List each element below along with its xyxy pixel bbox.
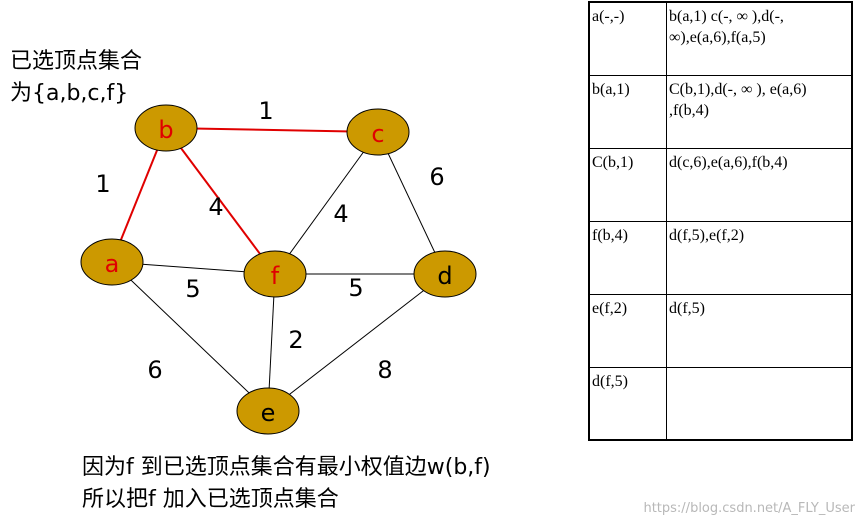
- edge-weight-c-f: 4: [333, 200, 348, 228]
- edge-c-d: [377, 131, 446, 275]
- node-label-d: d: [437, 262, 452, 290]
- edge-b-f: [165, 127, 276, 275]
- node-circle-b: [134, 104, 198, 152]
- table-row: f(b,4)d(f,5),e(f,2): [588, 220, 853, 295]
- candidate-edges-cell: d(f,5),e(f,2): [666, 220, 853, 295]
- node-b: b: [134, 104, 198, 152]
- node-circle-f: [243, 250, 307, 298]
- prim-steps-table: a(-,-)b(a,1) c(-, ∞ ),d(-, ∞),e(a,6),f(a…: [588, 1, 853, 441]
- node-circle-d: [413, 250, 477, 298]
- candidate-edges-cell: [666, 366, 853, 441]
- node-label-a: a: [105, 250, 120, 278]
- candidate-edges-cell: C(b,1),d(-, ∞ ), e(a,6) ,f(b,4): [666, 74, 853, 149]
- table-row: C(b,1)d(c,6),e(a,6),f(b,4): [588, 147, 853, 222]
- edge-d-e: [267, 273, 446, 412]
- node-label-b: b: [158, 116, 173, 144]
- node-circle-a: [80, 238, 144, 286]
- selected-vertex-cell: b(a,1): [588, 74, 667, 149]
- edge-weight-b-c: 1: [258, 97, 273, 125]
- explanation-caption: 因为f 到已选顶点集合有最小权值边w(b,f) 所以把f 加入已选顶点集合: [82, 452, 491, 516]
- edge-weight-a-e: 6: [147, 356, 162, 384]
- candidate-edges-cell: d(c,6),e(a,6),f(b,4): [666, 147, 853, 222]
- edge-weight-f-e: 2: [288, 326, 303, 354]
- explanation-line-1: 因为f 到已选顶点集合有最小权值边w(b,f): [82, 455, 491, 480]
- candidate-edges-cell: d(f,5): [666, 293, 853, 368]
- caption-line-1: 已选顶点集合: [10, 49, 143, 74]
- selected-vertex-cell: a(-,-): [588, 1, 667, 76]
- edge-weight-a-b: 1: [95, 170, 110, 198]
- node-c: c: [346, 108, 410, 156]
- graph-diagram: 1 1 4 4 6 5 5 2 6 8 a b c d e f: [80, 97, 477, 435]
- edge-a-e: [111, 261, 269, 412]
- watermark: https://blog.csdn.net/A_FLY_User: [643, 501, 855, 516]
- node-e: e: [236, 387, 300, 435]
- node-circle-c: [346, 108, 410, 156]
- selected-vertex-cell: C(b,1): [588, 147, 667, 222]
- node-d: d: [413, 250, 477, 298]
- edge-b-c: [165, 127, 379, 133]
- selected-vertex-cell: f(b,4): [588, 220, 667, 295]
- table-row: e(f,2)d(f,5): [588, 293, 853, 368]
- selected-set-caption: 已选顶点集合 为{a,b,c,f}: [10, 46, 142, 110]
- node-label-f: f: [271, 262, 280, 290]
- edge-weight-a-f: 5: [185, 275, 200, 303]
- edge-weight-b-f: 4: [208, 193, 223, 221]
- selected-vertex-cell: d(f,5): [588, 366, 667, 441]
- edge-c-f: [274, 131, 379, 275]
- edge-weight-d-e: 8: [377, 356, 392, 384]
- edge-weight-f-d: 5: [348, 274, 363, 302]
- table-row: d(f,5): [588, 366, 853, 441]
- node-a: a: [80, 238, 144, 286]
- weights-layer: 1 1 4 4 6 5 5 2 6 8: [95, 97, 444, 384]
- edge-weight-c-d: 6: [429, 163, 444, 191]
- node-label-e: e: [261, 399, 276, 427]
- caption-line-2: 为{a,b,c,f}: [10, 81, 129, 106]
- table-row: a(-,-)b(a,1) c(-, ∞ ),d(-, ∞),e(a,6),f(a…: [588, 1, 853, 76]
- selected-vertex-cell: e(f,2): [588, 293, 667, 368]
- nodes-layer: a b c d e f: [80, 104, 477, 435]
- table-row: b(a,1)C(b,1),d(-, ∞ ), e(a,6) ,f(b,4): [588, 74, 853, 149]
- node-f: f: [243, 250, 307, 298]
- candidate-edges-cell: b(a,1) c(-, ∞ ),d(-, ∞),e(a,6),f(a,5): [666, 1, 853, 76]
- node-circle-e: [236, 387, 300, 435]
- node-label-c: c: [371, 120, 384, 148]
- explanation-line-2: 所以把f 加入已选顶点集合: [82, 487, 339, 512]
